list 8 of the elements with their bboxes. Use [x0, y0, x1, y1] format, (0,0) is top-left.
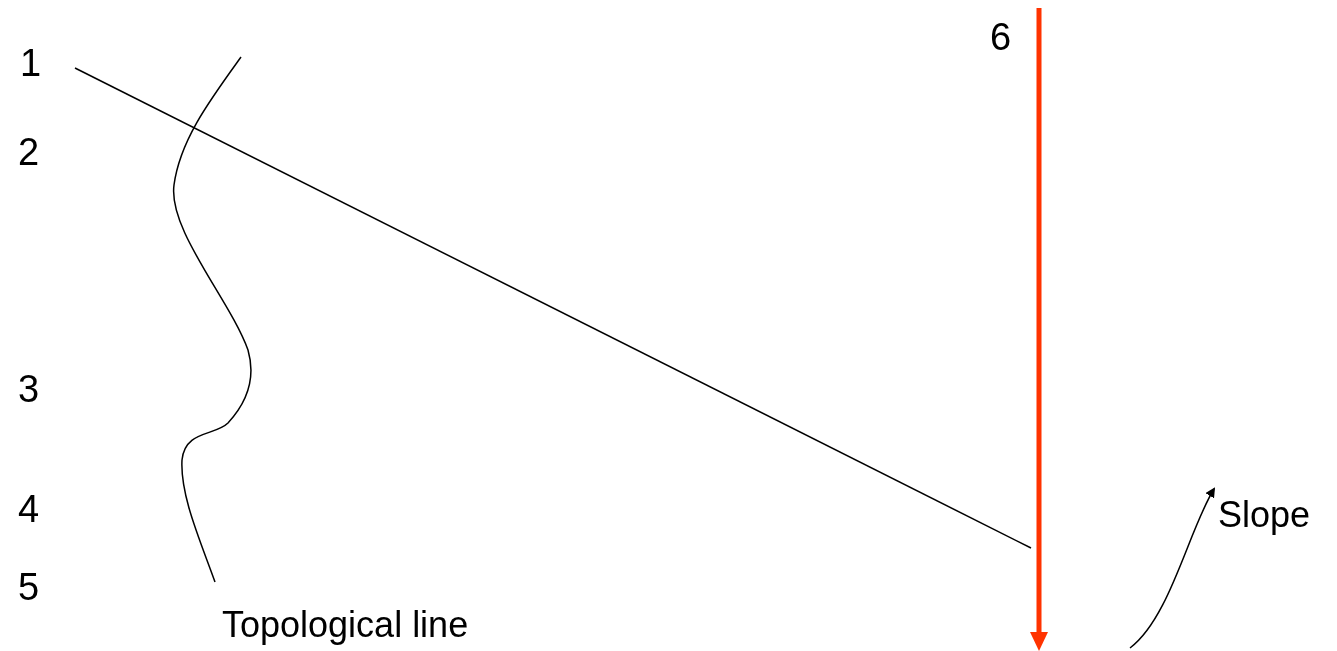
point-number: 6 [990, 18, 1012, 56]
point-number: 4 [18, 490, 40, 528]
curve-label: Topological line [222, 607, 469, 643]
point-number: 5 [18, 568, 40, 606]
point-number: 3 [18, 370, 40, 408]
slope-label: Slope [1218, 497, 1311, 533]
point-number: 2 [18, 133, 40, 171]
point-number: 1 [20, 44, 42, 82]
